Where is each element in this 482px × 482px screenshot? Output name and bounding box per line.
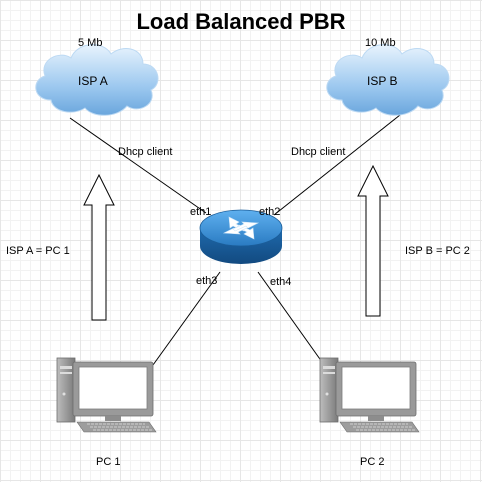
isp-a-speed: 5 Mb	[78, 37, 103, 49]
link-router-pc2	[257, 271, 323, 363]
right-up-arrow	[357, 164, 389, 317]
isp-b-speed: 10 Mb	[365, 37, 396, 49]
pc1-label: PC 1	[96, 456, 121, 468]
eth1-label: eth1	[190, 206, 212, 218]
isp-b-label: ISP B	[367, 74, 398, 88]
eth4-label: eth4	[270, 276, 292, 288]
right-route-label: ISP B = PC 2	[405, 245, 470, 257]
eth3-label: eth3	[196, 275, 218, 287]
left-route-label: ISP A = PC 1	[6, 245, 70, 257]
diagram-title: Load Balanced PBR	[136, 9, 346, 34]
right-dhcp-label: Dhcp client	[291, 146, 346, 158]
link-ispb-router	[273, 114, 401, 216]
pc1-icon	[56, 357, 157, 433]
router-icon	[199, 209, 283, 264]
left-up-arrow	[83, 173, 115, 321]
left-dhcp-label: Dhcp client	[118, 146, 173, 158]
link-ispa-router	[69, 117, 207, 214]
link-router-pc1	[152, 271, 221, 366]
pc2-icon	[319, 357, 420, 433]
eth2-label: eth2	[259, 206, 281, 218]
pc2-label: PC 2	[360, 456, 385, 468]
isp-a-label: ISP A	[78, 74, 108, 88]
